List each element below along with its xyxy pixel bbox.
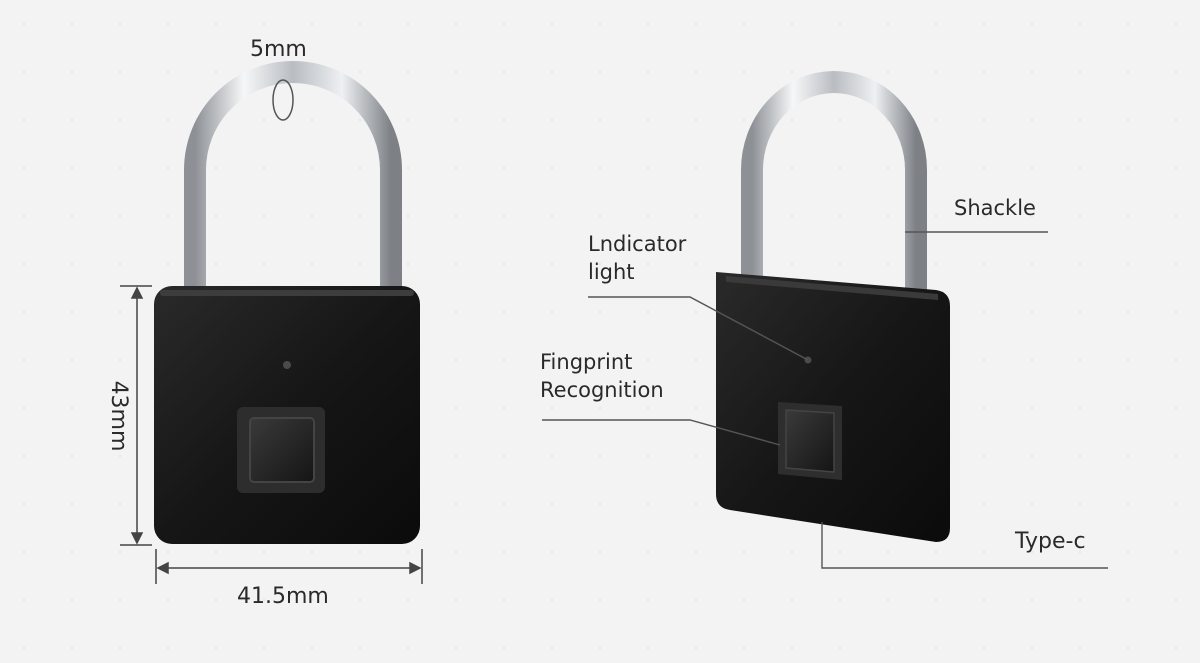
shackle-diameter-label: 5mm (250, 37, 307, 62)
front-lock-shackle (184, 61, 402, 292)
height-label: 43mm (106, 380, 131, 452)
shackle-label: Shackle (954, 196, 1036, 220)
dimension-lines (120, 285, 423, 584)
indicator-label-line2: light (588, 260, 635, 284)
front-lock-body (154, 286, 420, 544)
angled-lock-body (716, 272, 950, 542)
type-c-label: Type-c (1015, 529, 1086, 554)
fingerprint-label-line1: Fingprint (540, 350, 633, 374)
fingerprint-sensor (249, 417, 315, 483)
callout-lines (542, 231, 1108, 569)
fingerprint-label-line2: Recognition (540, 378, 664, 402)
indicator-label-line1: Lndicator (588, 232, 687, 256)
angled-lock-shackle (741, 71, 927, 300)
indicator-light-dot (283, 361, 291, 369)
width-label: 41.5mm (237, 584, 329, 609)
diameter-marker (272, 79, 294, 121)
